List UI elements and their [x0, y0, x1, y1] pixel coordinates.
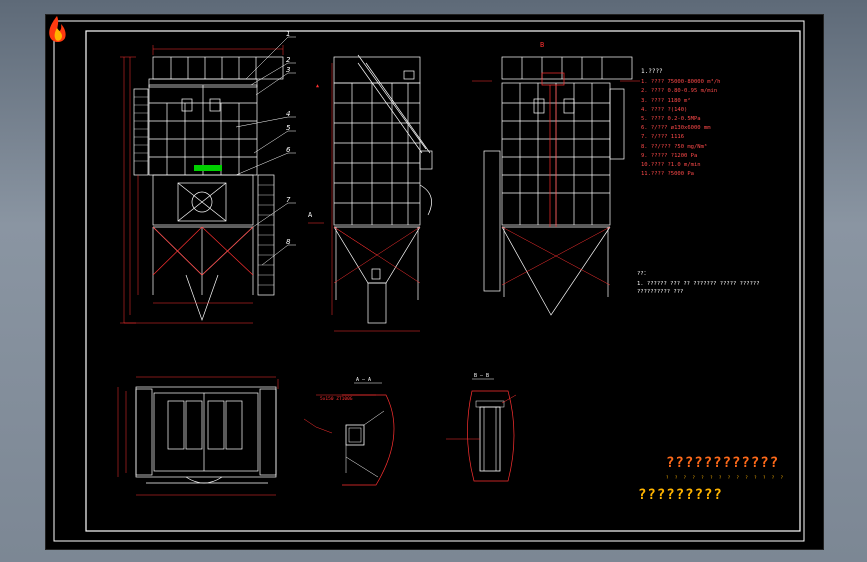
callout-1: 1 [286, 30, 290, 38]
rear-view [483, 56, 633, 316]
logo-subtitle: ? ? ? ? ? ? ? ? ? ? ? ? ? ? [666, 475, 786, 480]
tech-line-1: 1. ?????? ??? ?? ??????? ????? ?????? [637, 281, 760, 287]
callout-3: 3 [286, 66, 290, 74]
plan-view [135, 386, 277, 484]
plan-dimensions [117, 376, 279, 496]
flame-logo-icon [49, 16, 66, 43]
side-view [333, 54, 433, 324]
cad-drawing: 1 2 3 4 5 6 7 8 [53, 20, 805, 542]
callout-6: 6 [286, 146, 291, 154]
callout-4: 4 [286, 110, 290, 118]
parameter-row: 10.???? ?1.0 m/min [641, 162, 701, 169]
side-dimensions [308, 63, 420, 332]
logo-title: ???????????? [666, 455, 780, 471]
inner-border [85, 30, 801, 532]
front-callouts [235, 36, 296, 266]
front-callout-numbers: 1 2 3 4 5 6 7 8 [286, 30, 291, 246]
parameter-row: 8. ??/??? ?50 mg/Nm³ [641, 143, 708, 150]
rear-view-title: B [540, 41, 544, 49]
parameter-row: 4. ???? ?(140) [641, 106, 688, 113]
section-aa-note: 5x150 ZT100G [320, 396, 353, 402]
tech-title: ??： [637, 271, 650, 277]
side-section-arrow: A [308, 211, 313, 219]
tech-line-2: ?????????? ??? [637, 289, 684, 295]
callout-2: 2 [286, 56, 291, 64]
parameter-row: 7. ?/??? 1116 [641, 134, 685, 141]
technical-requirements: ??： 1. ?????? ??? ?? ??????? ????? ?????… [637, 270, 760, 296]
parameter-row: 1. ???? 75000-80000 m³/h [641, 79, 721, 86]
callout-7: 7 [286, 196, 291, 204]
callout-5: 5 [286, 124, 291, 132]
outer-border [53, 20, 805, 542]
parameter-row: 9. ????? ?1200 Pa [641, 152, 698, 159]
front-view [133, 56, 284, 322]
logo-caption: ????????? [638, 487, 723, 503]
drawing-sheet: 1 2 3 4 5 6 7 8 [45, 14, 824, 550]
parameter-row: 11.???? ?5000 Pa [641, 171, 694, 178]
technical-parameters: 1.???? 1. ???? 75000-80000 m³/h 2. ???? … [641, 67, 791, 179]
front-dimensions [120, 45, 284, 324]
section-bb [446, 390, 517, 482]
parameter-row: 3. ???? 1180 m² [641, 97, 691, 104]
front-view-green-mark [194, 165, 222, 171]
parameter-row: 2. ???? 0.80-0.95 m/min [641, 88, 718, 95]
callout-8: 8 [286, 238, 291, 246]
section-bb-title: B — B [474, 373, 489, 379]
side-dim-label: ▲ [316, 83, 319, 89]
parameters-title: 1.???? [641, 68, 663, 75]
parameter-row: 6. ?/??? ø130x6000 mm [641, 125, 711, 132]
parameter-row: 5. ???? 0.2-0.5MPa [641, 116, 701, 123]
section-aa-title: A — A [356, 377, 371, 383]
section-aa [303, 394, 395, 486]
